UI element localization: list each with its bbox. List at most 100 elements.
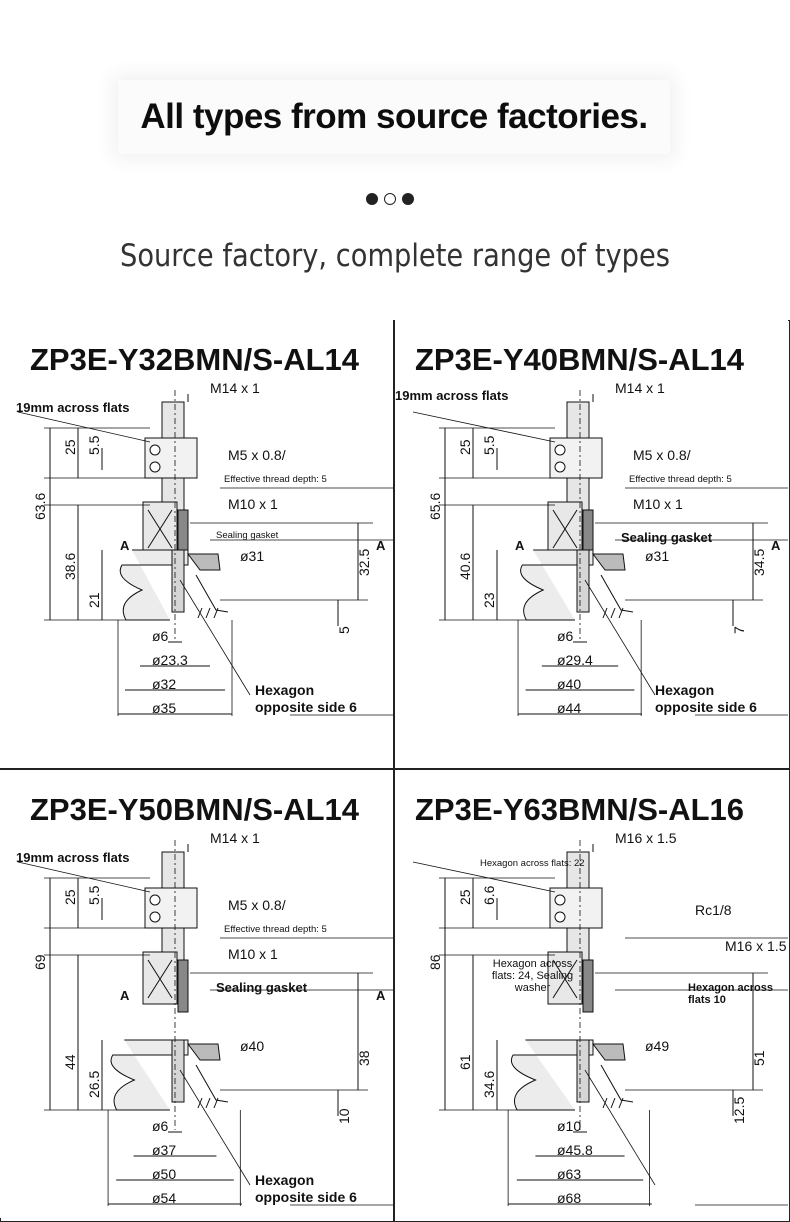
section-a-left: A	[120, 988, 130, 1003]
hexagon-label: Hexagon opposite side 6	[255, 682, 357, 715]
carousel-dot[interactable]	[384, 193, 396, 205]
subheadline: Source factory, complete range of types	[119, 238, 670, 274]
across-flats-label: Hexagon across flats: 22	[480, 858, 585, 869]
diameter-label: ø37	[152, 1142, 177, 1158]
cup-drawing	[17, 840, 393, 1206]
thread-top-label: M16 x 1.5	[615, 830, 677, 846]
divider-horizontal	[0, 768, 790, 770]
height-25-label: 25	[62, 889, 78, 905]
hex10-label: Hexagon across flats 10	[688, 982, 773, 1006]
diameter-label: ø68	[557, 1190, 582, 1206]
thread-m10-label: M10 x 1	[633, 496, 683, 512]
across-flats-label: 19mm across flats	[395, 388, 509, 403]
height-25-label: 25	[62, 439, 78, 455]
height-low-label: 34.6	[481, 1070, 497, 1098]
height-mid-label: 38.6	[62, 552, 78, 580]
section-a-left: A	[120, 538, 130, 553]
thread-depth-label: Effective thread depth: 5	[224, 474, 327, 485]
height-right-label: 51	[751, 1050, 767, 1066]
inner-diameter-label: ø31	[240, 548, 265, 564]
cup-drawing	[412, 390, 788, 716]
height-right-label: 38	[356, 1050, 372, 1066]
panel-title: ZP3E-Y40BMN/S-AL14	[415, 342, 745, 377]
thread-m10-label: M10 x 1	[228, 946, 278, 962]
thread-m5-label: M5 x 0.8/	[633, 447, 691, 463]
thread-m16-label: M16 x 1.5	[725, 938, 787, 954]
height-small-label: 7	[731, 626, 747, 634]
thread-m5-label: M5 x 0.8/	[228, 897, 286, 913]
height-total-label: 86	[427, 954, 443, 970]
thread-m5-label: M5 x 0.8/	[228, 447, 286, 463]
diameter-label: ø45.8	[557, 1142, 593, 1158]
diameter-label: ø6	[557, 628, 574, 644]
height-right-label: 32.5	[356, 548, 372, 576]
height-total-label: 63.6	[32, 492, 48, 520]
height-low-label: 21	[86, 592, 102, 608]
diameter-label: ø50	[152, 1166, 177, 1182]
height-55-label: 5.5	[86, 435, 102, 455]
hexagon-label: Hexagon opposite side 6	[655, 682, 757, 715]
diameter-label: ø44	[557, 700, 582, 716]
diameter-label: ø6	[152, 1118, 169, 1134]
carousel-dots[interactable]	[366, 193, 414, 205]
sealing-gasket-label: Sealing gasket	[621, 530, 713, 545]
drawing-panel: ZP3E-Y40BMN/S-AL14 19mm across flats M14 x…	[395, 320, 788, 768]
section-a-right: A	[376, 538, 386, 553]
carousel-dot[interactable]	[366, 193, 378, 205]
diameter-label: ø63	[557, 1166, 582, 1182]
hexagon-label: Hexagon opposite side 6	[255, 1172, 357, 1205]
thread-top-label: M14 x 1	[615, 380, 665, 396]
sealing-gasket-label: Sealing gasket	[216, 530, 279, 541]
height-low-label: 23	[481, 592, 497, 608]
diameter-label: ø32	[152, 676, 177, 692]
diameter-label: ø10	[557, 1118, 582, 1134]
height-55-label: 6.6	[481, 885, 497, 905]
panel-title: ZP3E-Y32BMN/S-AL14	[30, 342, 360, 377]
height-mid-label: 61	[457, 1054, 473, 1070]
thread-top-label: M14 x 1	[210, 380, 260, 396]
height-right-label: 34.5	[751, 548, 767, 576]
height-total-label: 65.6	[427, 492, 443, 520]
inner-diameter-label: ø31	[645, 548, 670, 564]
inner-diameter-label: ø40	[240, 1038, 265, 1054]
across-flats-label: 19mm across flats	[16, 400, 130, 415]
diameter-label: ø35	[152, 700, 177, 716]
height-25-label: 25	[457, 439, 473, 455]
height-small-label: 12.5	[731, 1096, 747, 1124]
thread-top-label: M14 x 1	[210, 830, 260, 846]
panel-title: ZP3E-Y63BMN/S-AL16	[415, 792, 745, 827]
drawing-panel: ZP3E-Y32BMN/S-AL14 19mm across flats M14 x…	[0, 320, 393, 768]
thread-m10-label: M10 x 1	[228, 496, 278, 512]
height-total-label: 69	[32, 954, 48, 970]
rc-thread-label: Rc1/8	[695, 902, 732, 918]
panel-title: ZP3E-Y50BMN/S-AL14	[30, 792, 360, 827]
carousel-dot[interactable]	[402, 193, 414, 205]
height-low-label: 26.5	[86, 1070, 102, 1098]
thread-depth-label: Effective thread depth: 5	[224, 924, 327, 935]
diameter-label: ø54	[152, 1190, 177, 1206]
height-55-label: 5.5	[481, 435, 497, 455]
height-25-label: 25	[457, 889, 473, 905]
section-a-left: A	[515, 538, 525, 553]
height-55-label: 5.5	[86, 885, 102, 905]
diameter-label: ø23.3	[152, 652, 188, 668]
height-small-label: 10	[336, 1108, 352, 1124]
washer-label: Hexagon across flats: 24, Sealing washer	[491, 958, 574, 994]
headline: All types from source factories.	[140, 97, 648, 136]
sealing-gasket-label: Sealing gasket	[216, 980, 308, 995]
section-a-right: A	[771, 538, 781, 553]
inner-diameter-label: ø49	[645, 1038, 670, 1054]
thread-depth-label: Effective thread depth: 5	[629, 474, 732, 485]
diameter-label: ø40	[557, 676, 582, 692]
section-a-right: A	[376, 988, 386, 1003]
across-flats-label: 19mm across flats	[16, 850, 130, 865]
headline-banner: All types from source factories.	[118, 80, 670, 154]
diameter-label: ø29.4	[557, 652, 593, 668]
drawing-panel: ZP3E-Y50BMN/S-AL14 19mm across flats M14 x…	[0, 770, 393, 1218]
height-mid-label: 44	[62, 1054, 78, 1070]
cup-drawing	[412, 840, 788, 1206]
cup-drawing	[17, 390, 393, 716]
divider-vertical	[393, 320, 395, 1222]
diameter-label: ø6	[152, 628, 169, 644]
